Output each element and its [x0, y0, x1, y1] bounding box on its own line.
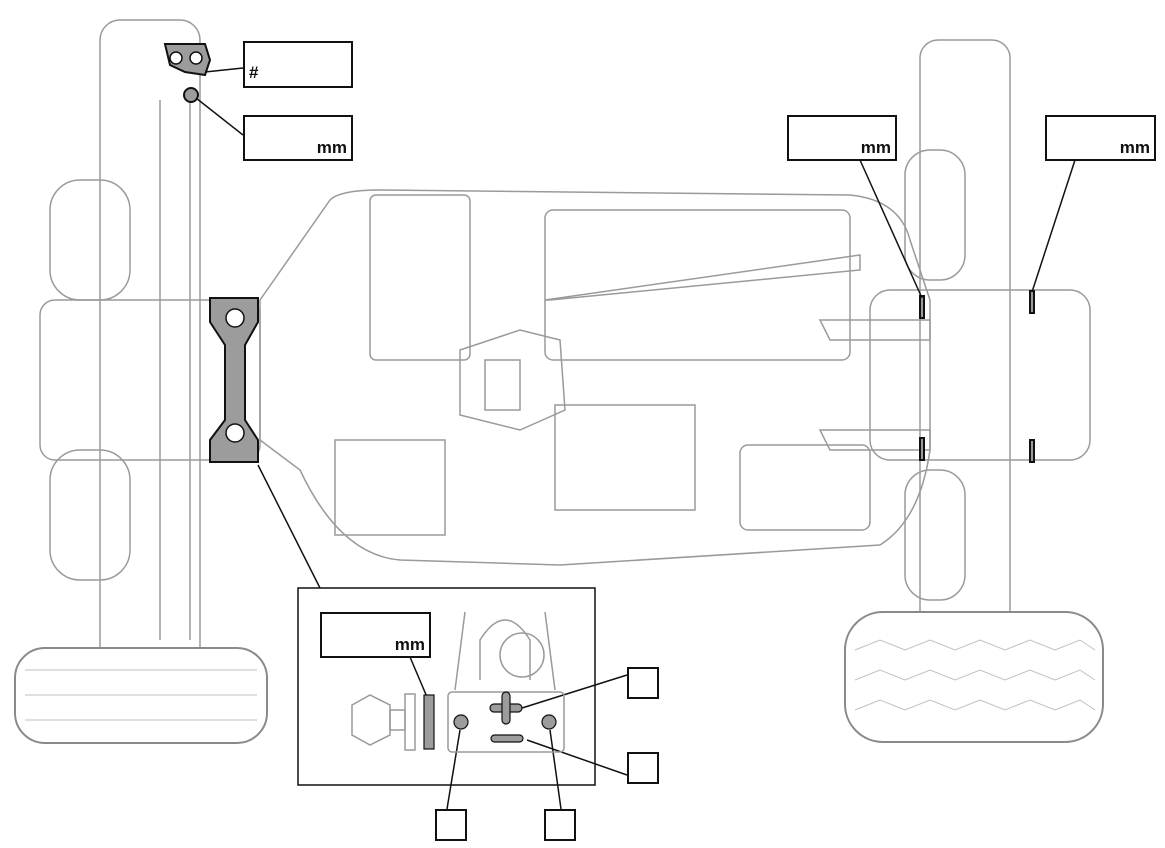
battery-tray — [544, 209, 851, 361]
chassis-plate — [259, 189, 931, 566]
arm-mount-label-box[interactable]: # — [243, 41, 353, 88]
esc — [334, 439, 446, 536]
rear-right-tire — [844, 611, 1104, 743]
receiver — [739, 444, 871, 531]
rear-right-spacer-label-box[interactable]: mm — [1045, 115, 1156, 161]
front-spacer-unit: mm — [316, 138, 347, 157]
front-spacer — [183, 87, 199, 103]
right-hole — [541, 714, 557, 730]
rear-left-spacer-label-box[interactable]: mm — [787, 115, 897, 161]
motor-plate — [459, 329, 566, 431]
front-suspension — [99, 19, 201, 741]
ballstud-spacer-unit: mm — [394, 635, 425, 654]
right-hole-checkbox[interactable] — [544, 809, 576, 841]
left-hole — [453, 714, 469, 730]
left-hole-checkbox[interactable] — [435, 809, 467, 841]
minus-checkbox[interactable] — [627, 752, 659, 784]
ballstud-spacer — [423, 694, 435, 750]
plus-checkbox[interactable] — [627, 667, 659, 699]
arm-mount-unit: # — [249, 63, 259, 82]
ballstud-spacer-label-box[interactable]: mm — [320, 612, 431, 658]
rear-right-spacer-unit: mm — [1119, 138, 1150, 157]
minus-marker — [490, 734, 524, 743]
servo — [369, 194, 471, 361]
rear-left-spacer-unit: mm — [860, 138, 891, 157]
front-spacer-label-box[interactable]: mm — [243, 115, 353, 161]
front-bulkhead-brace — [209, 297, 259, 463]
